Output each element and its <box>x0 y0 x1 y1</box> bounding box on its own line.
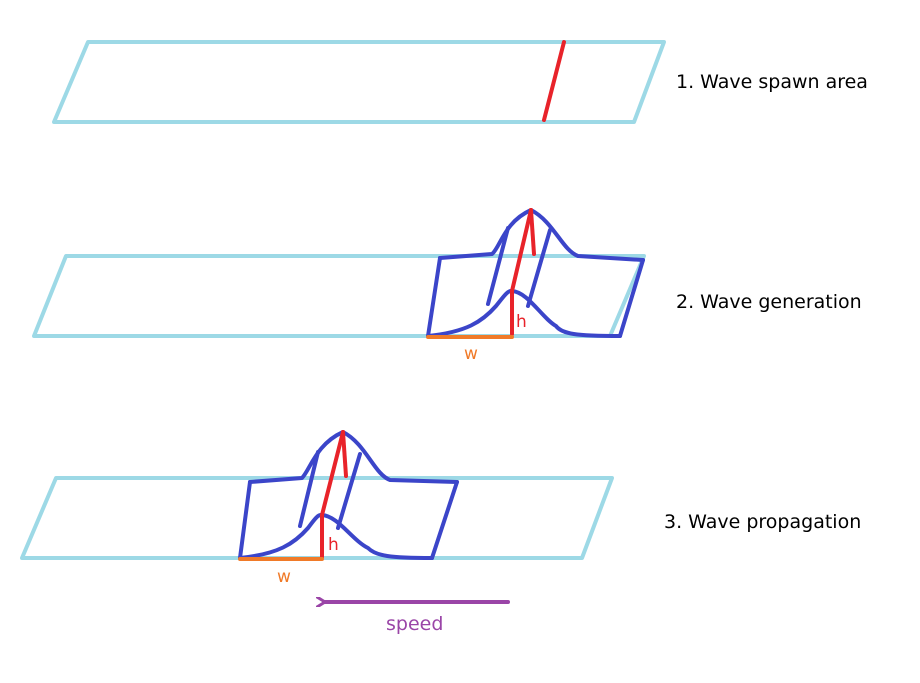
wave-shape-2 <box>426 208 645 338</box>
speed-label: speed <box>386 613 443 635</box>
step-3-label: 3. Wave propagation <box>664 511 861 533</box>
step-3-panel: h w 3. Wave propagation speed <box>20 430 861 635</box>
spawn-crest-3 <box>320 430 348 517</box>
height-label-2: h <box>516 312 527 332</box>
width-label-3: w <box>277 567 291 587</box>
width-label-2: w <box>464 344 478 364</box>
step-2-panel: h w 2. Wave generation <box>32 208 862 364</box>
spawn-crest-2 <box>510 208 536 293</box>
wave-shape-3 <box>238 430 459 560</box>
water-plane-1 <box>52 40 666 124</box>
step-2-label: 2. Wave generation <box>676 291 862 313</box>
water-plane-3 <box>20 476 614 560</box>
spawn-line <box>542 40 566 122</box>
step-1-label: 1. Wave spawn area <box>676 71 868 93</box>
height-label-3: h <box>328 535 339 555</box>
step-1-panel: 1. Wave spawn area <box>52 40 868 124</box>
